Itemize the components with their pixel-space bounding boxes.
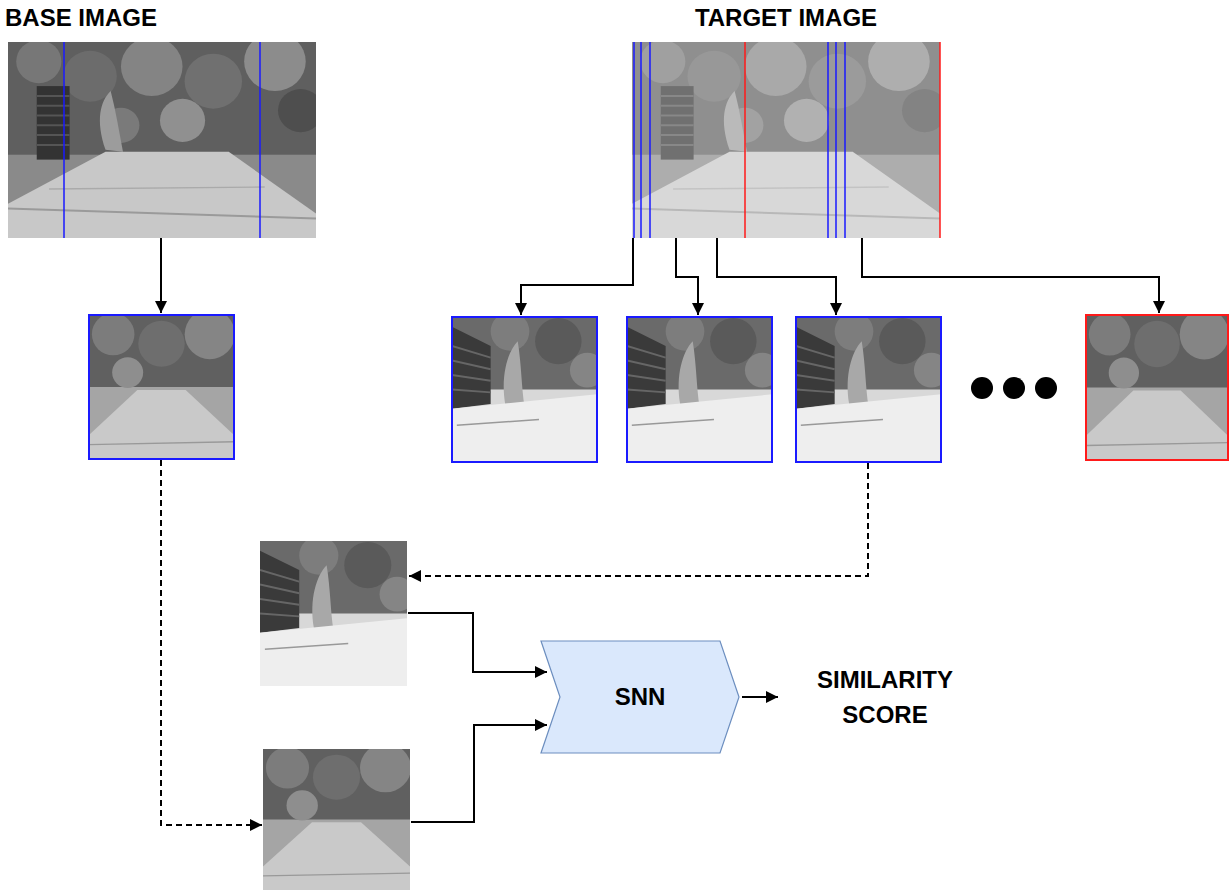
- base-photo: [8, 32, 323, 238]
- network-chevron: SNN: [540, 640, 740, 754]
- crop-arrows: [161, 238, 1159, 822]
- crop-images: [89, 309, 1229, 890]
- image-panel: TARGET IMAGE: [632, 4, 940, 238]
- target-photo: [632, 32, 947, 238]
- network-name: SNN: [615, 683, 666, 711]
- image-panel: BASE IMAGE: [5, 4, 316, 238]
- dashed-arrows: [161, 460, 868, 825]
- image-heading: BASE IMAGE: [5, 4, 316, 32]
- image-heading: TARGET IMAGE: [632, 4, 940, 32]
- output-label: SIMILARITY SCORE: [790, 662, 980, 732]
- ellipsis-dots: [971, 377, 1057, 399]
